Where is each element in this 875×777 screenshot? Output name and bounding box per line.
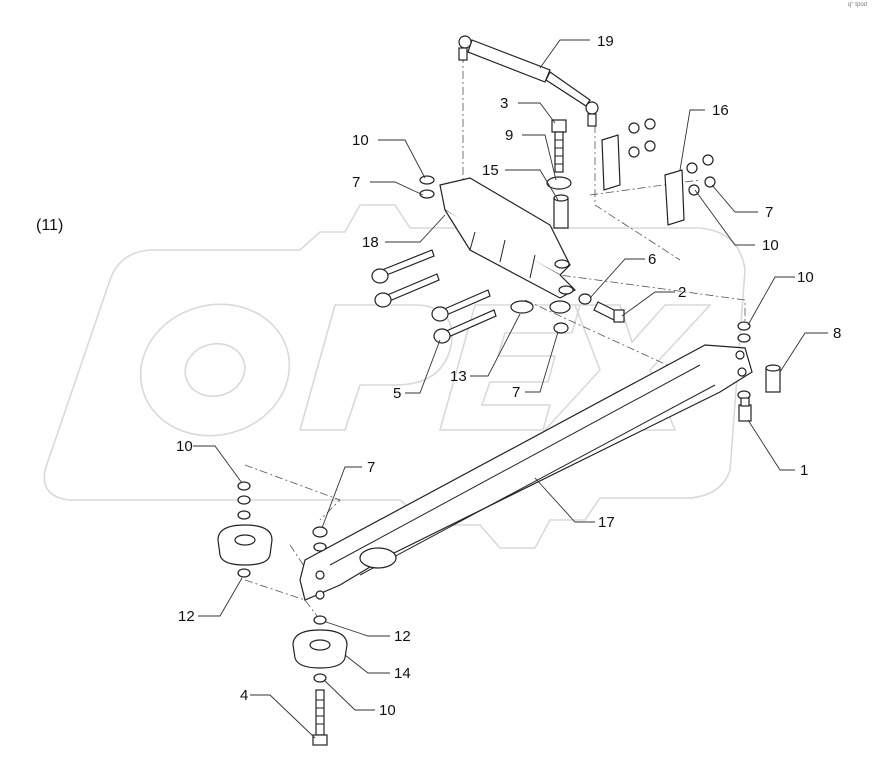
nut-7-mid <box>553 322 569 334</box>
callout-17: 17 <box>598 514 615 531</box>
watermark <box>43 204 746 549</box>
callout-7-mid: 7 <box>512 384 520 401</box>
callout-5: 5 <box>393 385 401 402</box>
callout-7-upper-left: 7 <box>352 174 360 191</box>
watermark-gear <box>43 204 746 549</box>
washer-9 <box>546 176 572 190</box>
left-mount <box>217 481 273 578</box>
callout-19: 19 <box>597 33 614 50</box>
callout-9: 9 <box>505 127 513 144</box>
callout-10-right: 10 <box>762 237 779 254</box>
callout-15: 15 <box>482 162 499 179</box>
callout-10-upper: 10 <box>352 132 369 149</box>
lower-mount <box>292 615 348 746</box>
callout-labels: 19 3 9 15 16 10 7 7 18 10 6 2 10 8 13 7 … <box>176 33 841 719</box>
callout-18: 18 <box>362 234 379 251</box>
callout-12-left: 12 <box>178 608 195 625</box>
bolt-1 <box>738 397 752 422</box>
callout-16: 16 <box>712 102 729 119</box>
callout-8: 8 <box>833 325 841 342</box>
callout-10-far-right: 10 <box>797 269 814 286</box>
bolt-2 <box>593 301 625 323</box>
callout-7-upper-right: 7 <box>765 204 773 221</box>
callout-13: 13 <box>450 368 467 385</box>
group-label: (11) <box>36 217 64 234</box>
washer-7-mid <box>549 300 571 314</box>
callout-3: 3 <box>500 95 508 112</box>
washers-upper-left <box>419 175 435 199</box>
callout-10-bottom: 10 <box>379 702 396 719</box>
callout-6: 6 <box>648 251 656 268</box>
washers-right <box>737 321 751 400</box>
callout-10-left: 10 <box>176 438 193 455</box>
washer-6 <box>578 293 592 305</box>
bolts-5 <box>371 249 497 344</box>
callout-7-lower: 7 <box>367 459 375 476</box>
arm-17 <box>299 344 753 601</box>
callout-14: 14 <box>394 665 411 682</box>
gas-spring <box>458 35 599 127</box>
watermark-letters <box>139 303 712 437</box>
corner-code: q° tpod <box>847 2 867 8</box>
callout-12-lower: 12 <box>394 628 411 645</box>
pin-15 <box>553 194 569 229</box>
bolt-3 <box>551 119 567 173</box>
bracket-18 <box>439 177 576 299</box>
spacer-8 <box>765 364 781 393</box>
callout-1: 1 <box>800 462 808 479</box>
callout-4: 4 <box>240 687 248 704</box>
washer-13 <box>510 300 534 314</box>
callout-2: 2 <box>678 284 686 301</box>
plates-16 <box>601 118 716 226</box>
leader-lines <box>193 39 828 739</box>
nut-7-lower <box>312 526 328 552</box>
